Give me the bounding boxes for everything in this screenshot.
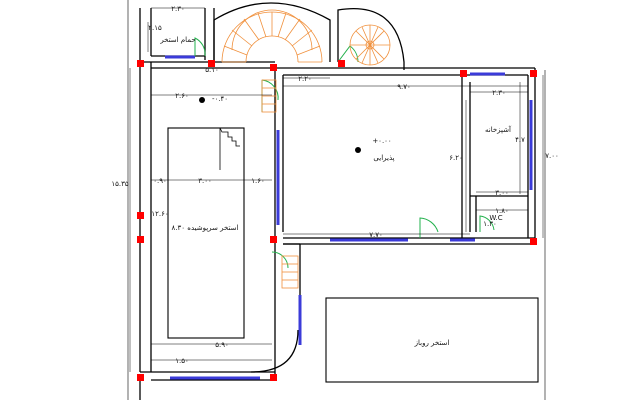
column-marker [137, 60, 144, 67]
dim-230-kitchen: ۲.۳۰ [492, 89, 506, 97]
stair-tread [277, 12, 287, 38]
label-open-pool: استخر روباز [414, 339, 450, 347]
pools [167, 127, 539, 383]
dim-090: ۰.۹۰ [153, 177, 167, 185]
column-marker [270, 64, 277, 71]
stairs [221, 9, 391, 289]
door-wc [479, 215, 495, 232]
column-marker [270, 374, 277, 381]
stair-mid-arc [231, 9, 313, 51]
stair-tread [284, 18, 301, 41]
dim-510: ۵.۱۰ [205, 66, 219, 74]
doors [194, 37, 495, 269]
label-bath-pool: حمام استخر [159, 36, 195, 44]
dim-230-top: ۲.۳۰ [171, 5, 185, 13]
stair-tower-2-wall [337, 8, 405, 70]
door-stair [337, 45, 359, 63]
column-marker [137, 212, 144, 219]
dim-470: ۴.۷ [515, 136, 525, 144]
stair-tread [243, 18, 260, 41]
level-markers [199, 97, 361, 153]
dim-1260: ۱۲.۶۰ [151, 210, 168, 218]
walls [127, 0, 546, 400]
dim-970: ۹.۷۰ [397, 83, 411, 91]
dimension-lines [129, 7, 544, 372]
stair-tread [257, 12, 267, 38]
label-kitchen: آشپزخانه [485, 125, 512, 134]
columns [137, 60, 537, 381]
column-marker [530, 238, 537, 245]
door-bath [194, 37, 206, 57]
door-reception [419, 217, 439, 238]
dim-590: ۵.۹۰ [215, 341, 229, 349]
label-reception: پذیرایی [373, 154, 394, 162]
room-labels: حمام استخر آشپزخانه پذیرایی W.C استخر سر… [159, 36, 512, 347]
stair-tread [296, 45, 321, 56]
dim-770: ۷.۷۰ [369, 231, 383, 239]
dim-180: ۱.۸۰ [495, 207, 509, 215]
label-reception-level: +۰.۰۰ [372, 137, 391, 145]
column-marker [460, 70, 467, 77]
dim-300-kitchen: ۳.۰۰ [495, 189, 509, 197]
pool-steps [219, 127, 240, 147]
windows [165, 55, 533, 380]
level-marker-reception [355, 147, 361, 153]
label-pool-level: -۰.۴۰ [212, 95, 228, 103]
column-marker [137, 374, 144, 381]
door-corridor [271, 251, 289, 269]
column-marker [137, 236, 144, 243]
open-pool [325, 297, 539, 383]
stair-inner-arc [245, 35, 299, 63]
column-marker [208, 60, 215, 67]
column-marker [270, 236, 277, 243]
dim-700: ۷.۰۰ [545, 152, 559, 160]
stair-tread [291, 29, 313, 47]
dim-260: ۲.۶۰ [175, 92, 189, 100]
stair-tread [223, 45, 248, 56]
label-wc: W.C [489, 214, 502, 222]
column-marker [530, 70, 537, 77]
stair-tower-wall [213, 2, 331, 62]
curved-wall-corner [250, 329, 299, 373]
column-marker [338, 60, 345, 67]
dim-160: ۱.۶۰ [251, 177, 265, 185]
dim-220: ۲.۲۰ [298, 75, 312, 83]
dim-130: ۱.۳۰ [483, 220, 497, 228]
stair-tread [231, 29, 253, 47]
level-marker-pool [199, 97, 205, 103]
dimension-labels: ۲.۳۰ ۲.۱۵ ۵.۱۰ ۲.۲۰ ۹.۷۰ ۲.۳۰ ۲.۶۰ ۴.۷ ۷… [111, 5, 558, 365]
dim-215: ۲.۱۵ [148, 24, 162, 32]
small-stair-tread [361, 26, 379, 64]
covered-pool [167, 127, 245, 339]
dim-150: ۱.۵۰ [175, 357, 189, 365]
dim-300: ۳.۰۰ [198, 177, 212, 185]
dim-620: ۶.۲۰ [449, 154, 463, 162]
dim-1535: ۱۵.۳۵ [111, 180, 129, 188]
label-covered-pool: استخر سرپوشیده ۸.۳۰ [172, 224, 239, 232]
